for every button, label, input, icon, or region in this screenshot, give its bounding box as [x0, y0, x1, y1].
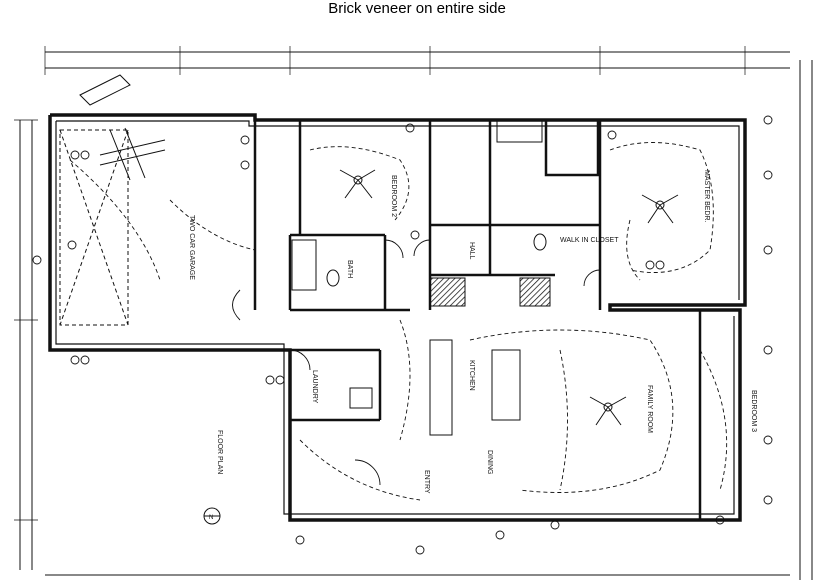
interior-walls — [253, 120, 702, 520]
label-walk-in-closet: WALK IN CLOSET — [560, 237, 619, 244]
label-bedroom-3: BEDROOM 3 — [750, 390, 757, 432]
label-garage: TWO CAR GARAGE — [188, 215, 195, 280]
bathtub-1 — [291, 239, 317, 291]
label-bedroom-2: BEDROOM 2 — [390, 175, 397, 217]
electrical-wiring — [69, 142, 728, 501]
kitchen-island — [491, 349, 521, 421]
toilet-1 — [326, 269, 340, 287]
label-dining: DINING — [486, 450, 493, 475]
outlet-symbols — [32, 115, 773, 555]
fireplace-hatch — [429, 277, 466, 307]
garage-attic-stairs — [99, 127, 166, 181]
ceiling-fan-bedroom2 — [339, 169, 376, 199]
label-bath: BATH — [346, 260, 353, 278]
garage-door-dashed — [59, 129, 129, 326]
bathtub-master — [496, 119, 543, 143]
label-family-room: FAMILY ROOM — [646, 385, 653, 433]
kitchen-counter — [429, 339, 453, 436]
label-floor-plan: FLOOR PLAN — [216, 430, 223, 474]
label-north: N — [209, 515, 213, 521]
floor-plan-drawing: TWO CAR GARAGE BEDROOM 2 MASTER BEDR. FA… — [14, 46, 813, 580]
label-master-bedroom: MASTER BEDR. — [703, 170, 710, 223]
label-kitchen: KITCHEN — [468, 360, 475, 391]
ceiling-fan-master — [641, 194, 679, 224]
ceiling-fan-family — [589, 396, 627, 426]
label-entry: ENTRY — [423, 470, 430, 494]
toilet-master — [533, 233, 547, 251]
range — [349, 387, 373, 409]
door-swings — [232, 239, 601, 486]
label-hall: HALL — [468, 242, 475, 260]
shower-master — [544, 118, 600, 177]
label-laundry: LAUNDRY — [311, 370, 318, 404]
diagram-caption: Brick veneer on entire side — [328, 0, 506, 17]
exterior-walls — [48, 113, 747, 522]
entry-step — [79, 74, 131, 106]
